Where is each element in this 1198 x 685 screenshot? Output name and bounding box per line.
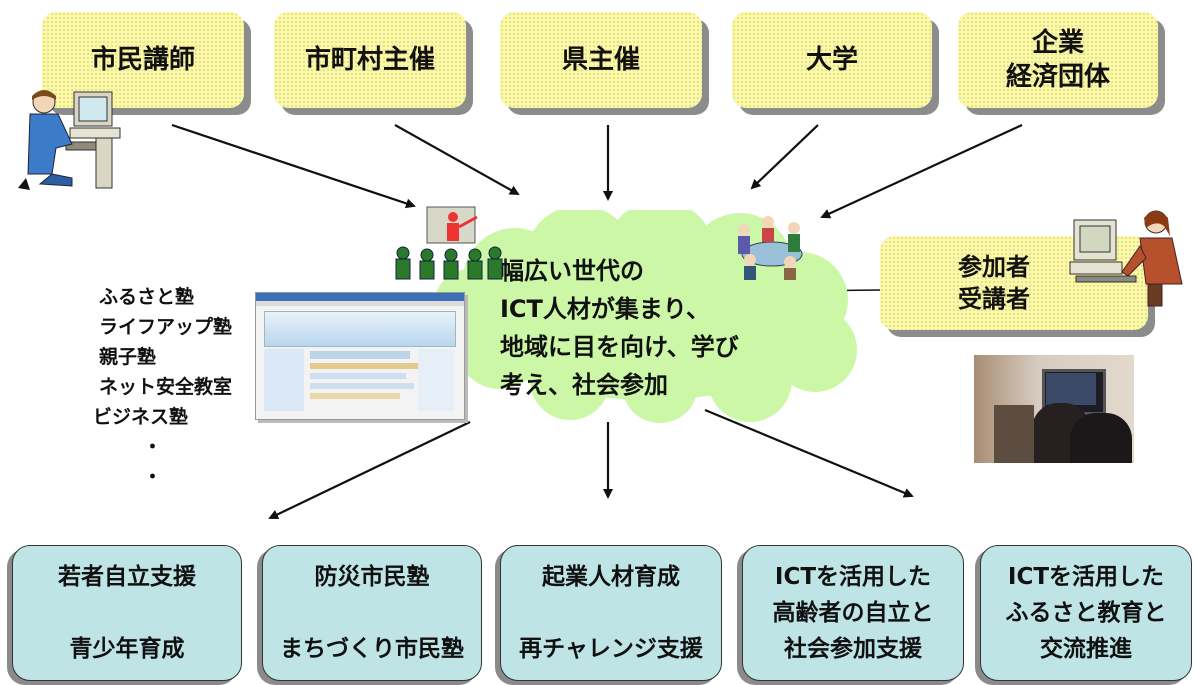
- source-label: 市町村主催: [304, 45, 435, 75]
- photo-people-at-computer: [974, 355, 1134, 463]
- juku-item: ふるさと塾: [99, 286, 195, 308]
- source-box-company: 企業 経済団体: [958, 12, 1158, 108]
- center-line-2: ICT人材が集まり、: [500, 295, 710, 323]
- source-label-line-2: 経済団体: [1005, 62, 1110, 92]
- outcome-line-2: ふるさと教育と: [1005, 600, 1167, 626]
- outcome-line-2: 高齢者の自立と: [772, 600, 934, 626]
- outcome-line-3: 交流推進: [1040, 636, 1132, 662]
- arrow-center-to-outcome-1: [268, 421, 471, 520]
- arrow-company-to-center: [820, 124, 1023, 219]
- center-line-3: 地域に目を向け、学び: [500, 333, 739, 361]
- outcome-line-3: 青少年育成: [69, 636, 185, 662]
- website-screenshot-image: [255, 292, 465, 420]
- participant-line-1: 参加者: [958, 253, 1030, 281]
- arrow-municipal-to-center: [394, 124, 520, 195]
- outcome-box-youth: 若者自立支援 青少年育成: [12, 545, 242, 681]
- meeting-group-icon: [738, 216, 803, 280]
- juku-item: ネット安全教室: [99, 376, 233, 398]
- center-line-1: 幅広い世代の: [500, 257, 644, 285]
- outcome-line-3: まちづくり市民塾: [280, 636, 464, 662]
- outcome-line-3: 再チャレンジ支援: [519, 636, 703, 662]
- arrow-citizen-to-center: [171, 123, 416, 209]
- source-label: 大学: [805, 45, 858, 75]
- juku-item: ・: [143, 466, 163, 488]
- outcome-line-1: 起業人材育成: [542, 564, 680, 590]
- outcome-line-1: 若者自立支援: [58, 564, 196, 590]
- outcome-line-1: ICTを活用した: [1007, 564, 1165, 590]
- outcome-line-1: 防災市民塾: [314, 564, 430, 590]
- source-label: 市民講師: [90, 45, 195, 75]
- juku-list: ふるさと塾 ライフアップ塾 親子塾 ネット安全教室 ビジネス塾 ・ ・: [93, 282, 232, 492]
- outcome-line-1: ICTを活用した: [774, 564, 932, 590]
- source-box-prefecture: 県主催: [500, 12, 702, 108]
- participant-line-2: 受講者: [958, 285, 1030, 313]
- presenter-icon: [395, 206, 503, 280]
- person-at-computer-icon: [18, 90, 121, 190]
- arrow-university-to-center: [750, 124, 819, 190]
- outcome-line-3: 社会参加支援: [784, 636, 922, 662]
- center-message: 幅広い世代の ICT人材が集まり、 地域に目を向け、学び 考え、社会参加: [500, 252, 840, 404]
- juku-item: ビジネス塾: [93, 406, 189, 428]
- center-line-4: 考え、社会参加: [500, 371, 668, 399]
- source-label: 県主催: [561, 45, 640, 75]
- juku-item: ライフアップ塾: [99, 316, 233, 338]
- woman-at-computer-icon: [1069, 210, 1183, 307]
- outcome-box-elderly-support: ICTを活用した 高齢者の自立と 社会参加支援: [742, 545, 964, 681]
- juku-item: ・: [143, 436, 163, 458]
- juku-item: 親子塾: [99, 346, 157, 368]
- arrow-center-to-outcome-4: [704, 408, 914, 498]
- outcome-box-hometown-education: ICTを活用した ふるさと教育と 交流推進: [980, 545, 1192, 681]
- source-box-municipal: 市町村主催: [274, 12, 466, 108]
- source-label-line-1: 企業: [1031, 28, 1084, 58]
- outcome-box-entrepreneurship: 起業人材育成 再チャレンジ支援: [500, 545, 722, 681]
- outcome-box-disaster-prevention: 防災市民塾 まちづくり市民塾: [262, 545, 482, 681]
- source-box-university: 大学: [732, 12, 932, 108]
